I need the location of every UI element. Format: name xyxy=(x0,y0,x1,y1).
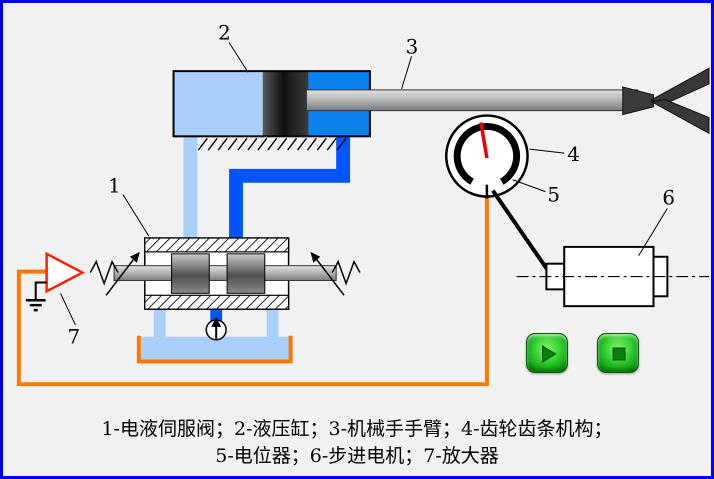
spool-rod xyxy=(113,265,337,281)
needle xyxy=(479,122,489,159)
spring-left xyxy=(89,259,119,286)
valve-top-plate xyxy=(144,237,290,253)
label-6: 6 xyxy=(662,186,675,209)
spool-land-left xyxy=(171,253,210,294)
resistive-track-arc xyxy=(453,123,521,185)
legend-caption: 1-电液伺服阀；2-液压缸；3-机械手手臂；4-齿轮齿条机构； 5-电位器；6-… xyxy=(3,416,711,470)
piston xyxy=(262,71,309,137)
hydraulic-cylinder xyxy=(172,70,639,138)
legend-line-1: 1-电液伺服阀；2-液压缸；3-机械手手臂；4-齿轮齿条机构； xyxy=(101,418,613,440)
stop-icon xyxy=(611,346,626,361)
part-labels: 1 2 3 4 5 6 7 xyxy=(60,22,675,349)
label-3: 3 xyxy=(406,35,419,58)
gripper-neck xyxy=(622,86,654,116)
pressure-pipe xyxy=(229,134,351,242)
gripper-upper-jaw xyxy=(650,67,710,105)
tank-outline xyxy=(136,335,293,364)
servo-valve xyxy=(89,237,361,310)
spool-land-right xyxy=(226,253,266,294)
amplifier-triangle xyxy=(45,251,85,294)
tank-fluid xyxy=(140,336,289,361)
pump-arrow-icon xyxy=(211,317,222,327)
valve-bottom-plate xyxy=(144,294,290,310)
servo-system-diagram: 1 2 3 4 5 6 7 xyxy=(16,22,710,387)
spring-right xyxy=(331,259,361,286)
stepper-motor xyxy=(516,245,710,308)
solenoid-arrow-right xyxy=(311,253,345,296)
pump-symbol xyxy=(205,317,227,341)
ground-icon xyxy=(25,298,46,312)
label-7: 7 xyxy=(67,326,80,349)
play-button[interactable] xyxy=(526,333,568,373)
solenoid-arrow-left xyxy=(105,253,139,296)
amplifier xyxy=(25,251,85,312)
stop-button[interactable] xyxy=(597,333,639,373)
gripper xyxy=(622,67,710,135)
oil-tank xyxy=(136,335,293,364)
label-1: 1 xyxy=(108,175,121,198)
legend-line-2: 5-电位器；6-步进电机；7-放大器 xyxy=(215,445,499,467)
piston-rod-arm xyxy=(305,89,639,112)
label-2: 2 xyxy=(218,22,231,45)
cylinder-mount-hatching xyxy=(197,137,347,151)
gear-rack-potentiometer xyxy=(445,114,529,199)
play-icon xyxy=(541,344,557,363)
label-5: 5 xyxy=(547,184,560,207)
drive-link xyxy=(491,189,552,274)
gripper-lower-jaw xyxy=(649,99,710,135)
label-4: 4 xyxy=(567,143,580,166)
feedback-wire xyxy=(16,196,489,387)
